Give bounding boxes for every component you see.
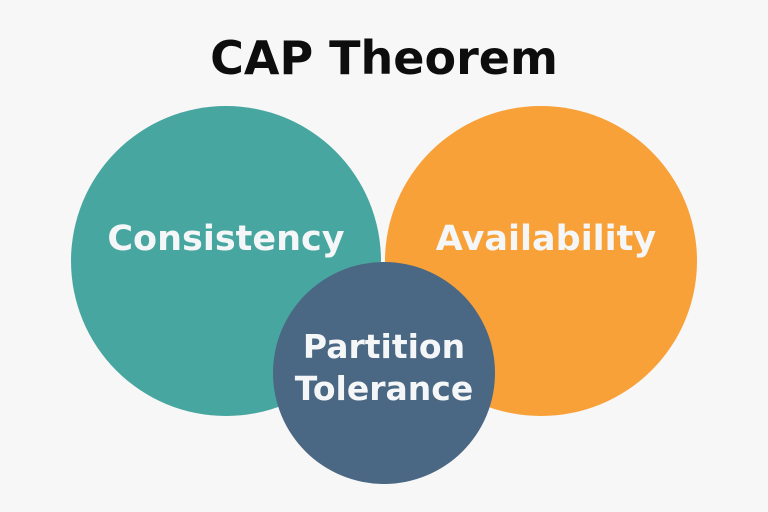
diagram-title: CAP Theorem: [210, 31, 558, 85]
consistency-label: Consistency: [107, 219, 345, 259]
partition-tolerance-label-line-2: Tolerance: [294, 369, 474, 408]
availability-label: Availability: [435, 219, 657, 259]
consistency-circle: Consistency: [71, 106, 381, 416]
partition-tolerance-circle: Partition Tolerance: [273, 262, 495, 484]
partition-tolerance-label-line-1: Partition: [302, 327, 466, 366]
partition-tolerance-label: Partition Tolerance: [295, 326, 473, 410]
